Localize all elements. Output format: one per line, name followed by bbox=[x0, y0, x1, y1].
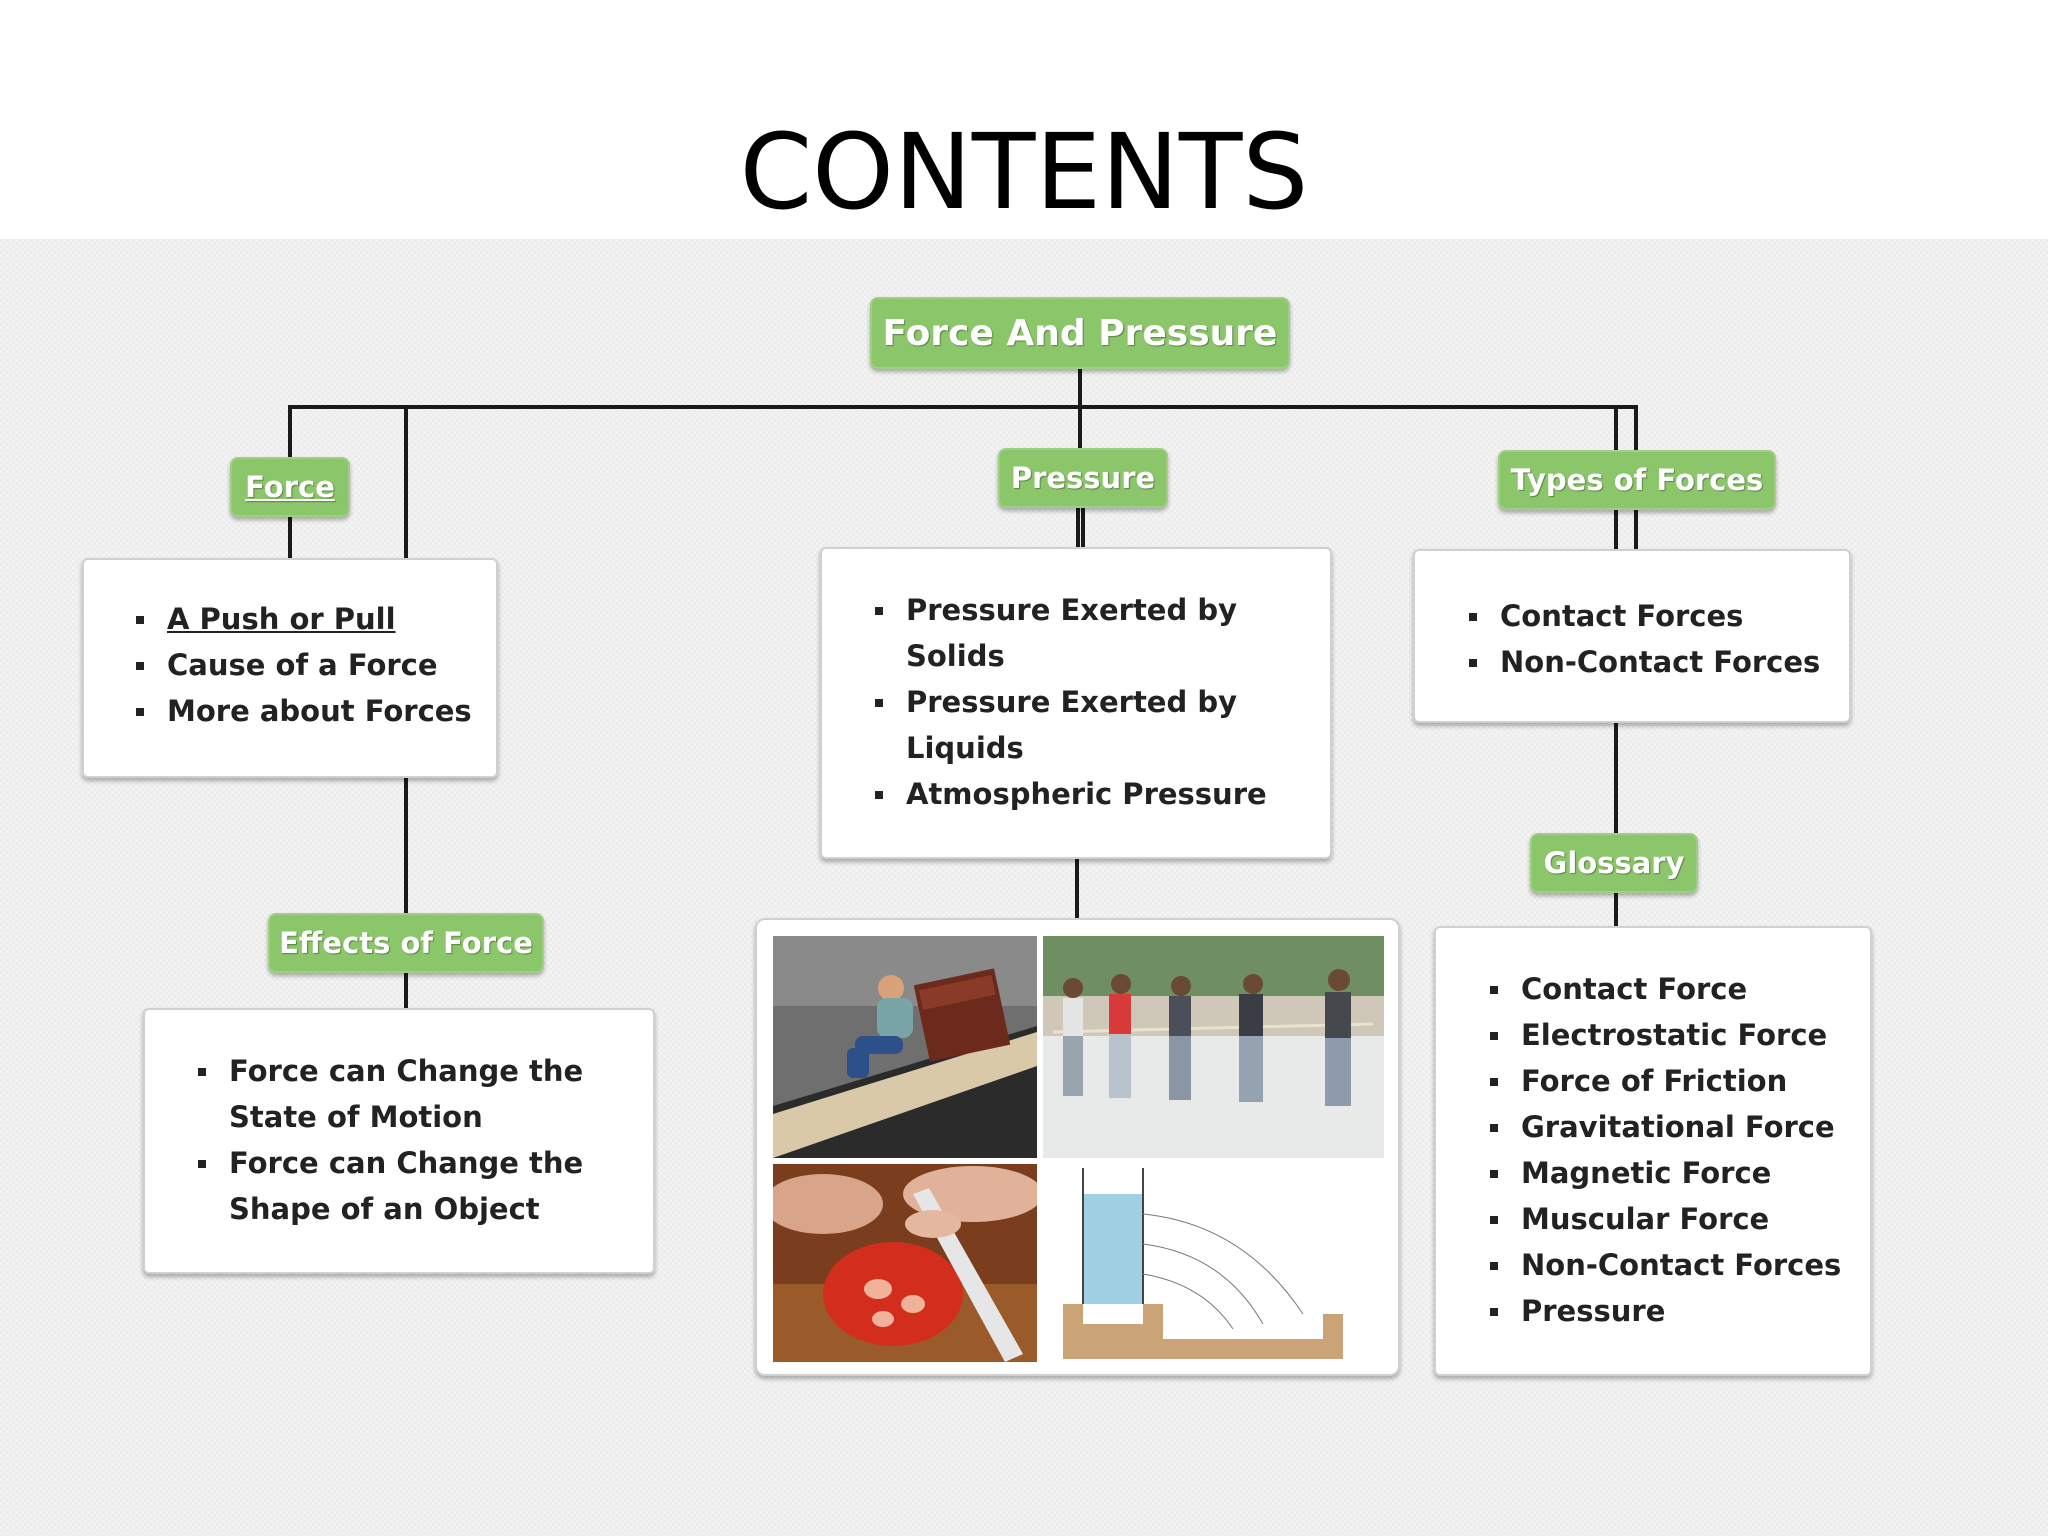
effects-of-force-box: Force can Change the State of Motion For… bbox=[143, 1008, 655, 1274]
list-item: Non-Contact Forces bbox=[1469, 639, 1829, 685]
list-item[interactable]: A Push or Pull bbox=[136, 596, 476, 642]
list-item: Contact Force bbox=[1490, 966, 1850, 1012]
list-item: Magnetic Force bbox=[1490, 1150, 1850, 1196]
types-of-forces-box: Contact Forces Non-Contact Forces bbox=[1413, 549, 1851, 723]
glossary-box: Contact Force Electrostatic Force Force … bbox=[1434, 926, 1872, 1376]
list-item: Non-Contact Forces bbox=[1490, 1242, 1850, 1288]
list-item: Pressure Exerted by Liquids bbox=[875, 679, 1290, 771]
cutting-tomato-illustration bbox=[773, 1164, 1037, 1362]
list-item: Contact Forces bbox=[1469, 593, 1829, 639]
liquid-pressure-diagram bbox=[1043, 1164, 1384, 1362]
list-item: Atmospheric Pressure bbox=[875, 771, 1290, 817]
list-item: Cause of a Force bbox=[136, 642, 476, 688]
list-item: Gravitational Force bbox=[1490, 1104, 1850, 1150]
list-item: More about Forces bbox=[136, 688, 476, 734]
list-item: Force can Change the Shape of an Object bbox=[198, 1140, 633, 1232]
list-item: Muscular Force bbox=[1490, 1196, 1850, 1242]
node-force[interactable]: Force bbox=[230, 457, 350, 517]
push-box-illustration bbox=[773, 936, 1037, 1158]
pressure-topics-box: Pressure Exerted by Solids Pressure Exer… bbox=[820, 547, 1332, 859]
force-topics-box: A Push or Pull Cause of a Force More abo… bbox=[82, 558, 498, 778]
list-item: Electrostatic Force bbox=[1490, 1012, 1850, 1058]
illustrations-panel bbox=[755, 918, 1400, 1376]
list-item: Pressure bbox=[1490, 1288, 1850, 1334]
tug-of-war-illustration bbox=[1043, 936, 1384, 1158]
list-item: Pressure Exerted by Solids bbox=[875, 587, 1290, 679]
list-item: Force of Friction bbox=[1490, 1058, 1850, 1104]
list-item: Force can Change the State of Motion bbox=[198, 1048, 633, 1140]
node-glossary[interactable]: Glossary bbox=[1530, 833, 1698, 893]
node-types-of-forces[interactable]: Types of Forces bbox=[1498, 450, 1776, 510]
node-pressure[interactable]: Pressure bbox=[998, 448, 1168, 508]
slide-title: CONTENTS bbox=[739, 111, 1309, 233]
root-node-force-and-pressure[interactable]: Force And Pressure bbox=[870, 297, 1290, 369]
node-effects-of-force[interactable]: Effects of Force bbox=[268, 913, 544, 973]
